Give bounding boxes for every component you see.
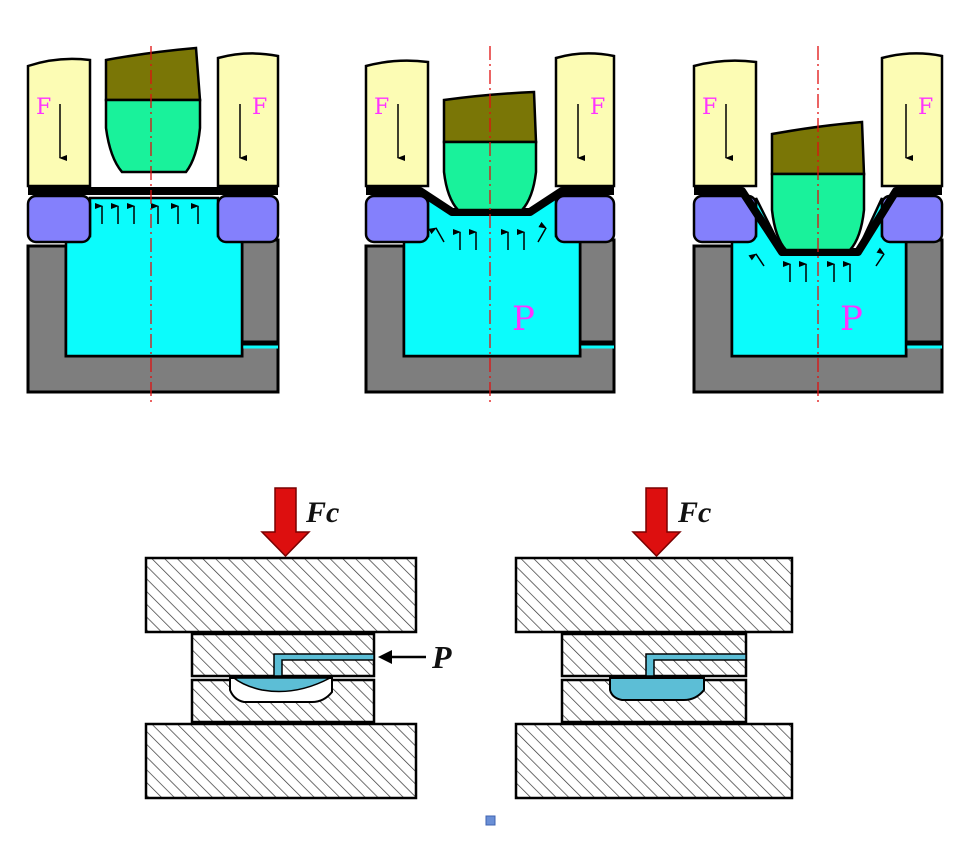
stage-1-holder-left: [26, 57, 92, 188]
stage-1-fluid: [64, 196, 244, 358]
stage-3-holder-right: [880, 52, 944, 188]
stage-2-pressure-arrows: [428, 221, 547, 250]
stage-2-punch-shank: [442, 90, 538, 144]
stage-2-left-force-label: F: [374, 95, 389, 120]
stage-3-pressure-arrows: [748, 247, 885, 282]
press-1-pressure-label: P: [431, 639, 452, 675]
stage-2-chamber-wall-right: [578, 238, 616, 344]
press-1-upper-platen: [144, 556, 418, 634]
stage-2-ring-left: [364, 194, 430, 244]
stage-1-ring-left: [26, 194, 92, 244]
press-1-formed-sheet: [231, 677, 331, 693]
stage-3-chamber-wall-right: [904, 238, 944, 344]
press-1-fluid-channel: [273, 653, 375, 677]
stage-1-punch-tip: [104, 98, 202, 174]
stage-1-pressure-arrows: [95, 203, 199, 224]
stage-2-holder-left: [364, 59, 430, 188]
press-2-formed-part: [609, 677, 705, 701]
stage-1-right-force-label: F: [252, 95, 267, 120]
stage-1-left-force-label: F: [36, 95, 51, 120]
press-2-force-label: Fc: [677, 496, 711, 529]
press-2-diagram: Fc: [514, 487, 794, 800]
press-2-fluid-channel: [645, 653, 747, 677]
press-2-force-arrow: [631, 487, 682, 558]
press-1-lower-platen: [144, 722, 418, 800]
stage-1-chamber-wall-right: [240, 238, 280, 344]
stage-3-punch-tip: [770, 172, 866, 252]
stage-1-ring-right: [216, 194, 280, 244]
stage-3-diagram: F F P: [692, 46, 944, 404]
stage-2-ring-right: [554, 194, 616, 244]
stage-3-holder-left: [692, 59, 758, 188]
press-1-diagram: Fc P: [144, 487, 452, 800]
press-2-lower-platen: [514, 722, 794, 800]
stage-2-holder-right: [554, 52, 616, 188]
stage-2-diagram: F F P: [364, 46, 616, 404]
stage-2-right-force-label: F: [590, 95, 605, 120]
stage-1-sheet: [28, 187, 278, 195]
stage-2-sheet: [366, 187, 614, 216]
stage-3-left-force-label: F: [702, 95, 717, 120]
stage-1-diagram: F F: [26, 46, 280, 404]
stage-3-right-force-label: F: [918, 95, 933, 120]
stage-1-holder-right: [216, 52, 280, 188]
press-1-force-label: Fc: [305, 496, 339, 529]
marker-square: [485, 815, 496, 826]
stage-3-sheet: [694, 187, 942, 256]
stage-3-pressure-label: P: [840, 299, 863, 339]
press-1-force-arrow: [260, 487, 311, 558]
press-2-upper-platen: [514, 556, 794, 634]
stage-2-pressure-label: P: [512, 299, 535, 339]
stage-2-fluid: [402, 195, 582, 358]
stage-1-punch-shank: [104, 46, 202, 102]
